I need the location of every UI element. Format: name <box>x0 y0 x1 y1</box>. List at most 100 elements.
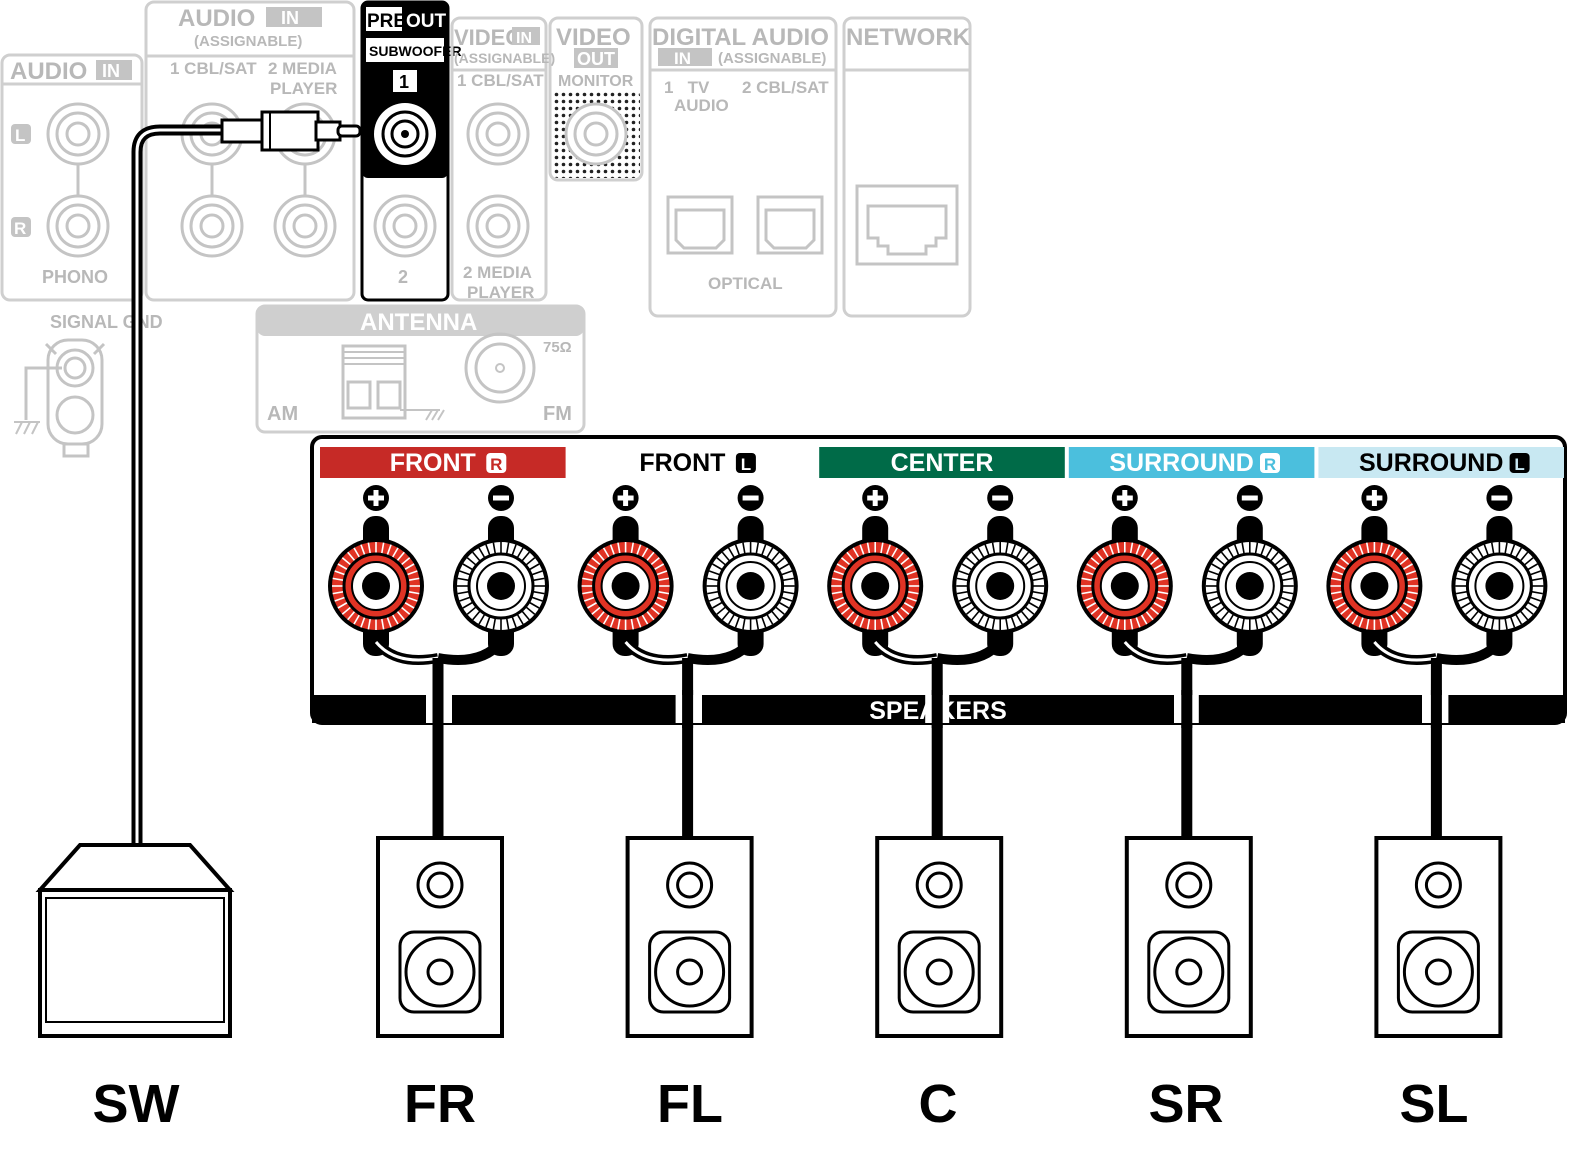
svg-text:R: R <box>1264 455 1276 474</box>
fm-label: FM <box>543 403 572 425</box>
speaker-icon <box>376 836 504 1038</box>
audio-in-badge: IN <box>102 61 120 81</box>
media-player-label: 2 MEDIA <box>268 59 337 78</box>
optical-port-icon <box>756 195 824 255</box>
svg-text:L: L <box>741 455 751 474</box>
channel-label: SURROUND <box>1359 449 1503 477</box>
plus-icon <box>1361 485 1388 511</box>
video-in-badge: IN <box>516 30 532 47</box>
positive-binding-post[interactable] <box>1076 516 1173 656</box>
speaker-cable <box>1370 638 1504 840</box>
speaker-label-c: C <box>919 1074 958 1134</box>
digital-audio-panel: DIGITAL AUDIO IN (ASSIGNABLE) 1 TV AUDIO… <box>648 16 838 318</box>
positive-binding-post[interactable] <box>827 516 924 656</box>
rca-jack-icon <box>564 102 628 166</box>
antenna-title: ANTENNA <box>360 309 477 336</box>
channel-l-label: L <box>15 126 25 145</box>
channel-badge: L <box>735 453 756 474</box>
fm-connector-icon <box>464 332 536 404</box>
am-connector-icon <box>341 344 407 420</box>
media-player-label-2: PLAYER <box>270 79 337 98</box>
video-media-player-label: 2 MEDIA <box>463 263 532 282</box>
antenna-panel: ANTENNA AM FM 75Ω <box>255 304 586 434</box>
minus-icon <box>488 485 514 511</box>
speaker-cable <box>372 638 505 840</box>
speaker-label-sl: SL <box>1399 1074 1468 1134</box>
digital-audio-badge: IN <box>674 49 691 68</box>
digital-assignable-label: (ASSIGNABLE) <box>718 50 826 67</box>
minus-icon <box>737 485 764 511</box>
tv-audio-label: AUDIO <box>674 96 729 115</box>
subwoofer-2-jack[interactable] <box>373 194 437 258</box>
audio-in-title: AUDIO <box>10 58 87 85</box>
channel-label: CENTER <box>891 449 994 477</box>
signal-gnd-label: SIGNAL GND <box>50 312 163 332</box>
channel-badge: L <box>1509 453 1530 474</box>
rca-jack-icon <box>273 194 337 258</box>
positive-binding-post[interactable] <box>1326 516 1423 656</box>
channel-badge: R <box>1260 453 1280 474</box>
optical-label: OPTICAL <box>708 274 783 293</box>
speaker-cable <box>871 638 1005 840</box>
network-panel: NETWORK <box>842 16 972 318</box>
negative-binding-post[interactable] <box>1451 516 1548 656</box>
rca-plug-icon <box>220 110 362 152</box>
rca-jack-icon <box>46 102 110 166</box>
pre-label: PRE <box>367 11 406 32</box>
positive-binding-post[interactable] <box>328 516 424 656</box>
subwoofer-label: SUBWOOFER <box>369 43 462 59</box>
plus-icon <box>363 485 389 511</box>
subwoofer-1-jack[interactable] <box>374 103 436 165</box>
rca-jack-icon <box>466 102 530 166</box>
speaker-label-fl: FL <box>657 1074 723 1134</box>
minus-icon <box>1486 485 1513 511</box>
video-out-badge: OUT <box>577 49 615 69</box>
negative-binding-post[interactable] <box>702 516 799 656</box>
speaker-icon <box>1124 836 1253 1038</box>
digital-audio-title: DIGITAL AUDIO <box>652 24 829 51</box>
channel-center: CENTER <box>819 447 1065 656</box>
assignable-label: (ASSIGNABLE) <box>194 33 302 50</box>
subwoofer-cable <box>131 110 362 845</box>
channel-r-label: R <box>14 219 26 238</box>
positive-binding-post[interactable] <box>577 516 674 656</box>
plus-icon <box>612 485 639 511</box>
subwoofer-2-label: 2 <box>398 267 408 287</box>
speaker-icon <box>1374 836 1503 1038</box>
out-label: OUT <box>406 11 447 32</box>
video-media-player-label-2: PLAYER <box>467 283 534 302</box>
optical-port-icon <box>666 195 734 255</box>
audio-in-phono-panel: AUDIO IN L R PHONO <box>0 53 144 302</box>
cbl-sat-label: 1 CBL/SAT <box>170 59 257 78</box>
audio-in-assignable-panel: AUDIO IN (ASSIGNABLE) 1 CBL/SAT 2 MEDIA … <box>144 0 356 302</box>
video-out-title: VIDEO <box>556 24 631 51</box>
subwoofer-1-label: 1 <box>399 72 409 92</box>
svg-text:L: L <box>1514 455 1524 474</box>
monitor-label: MONITOR <box>558 73 634 90</box>
channel-surround-l: SURROUND L <box>1318 447 1564 656</box>
subwoofer-icon <box>35 843 235 1038</box>
speaker-cable <box>621 638 755 840</box>
video-cbl-sat-label: 1 CBL/SAT <box>457 71 544 90</box>
plus-icon <box>862 485 889 511</box>
negative-binding-post[interactable] <box>1201 516 1298 656</box>
ground-icon <box>400 409 445 421</box>
video-assignable-label: (ASSIGNABLE) <box>454 50 555 66</box>
speaker-label-sr: SR <box>1148 1074 1223 1134</box>
pre-out-subwoofer-panel: PRE OUT SUBWOOFER 1 2 <box>360 0 462 302</box>
speaker-row <box>372 638 1504 1038</box>
am-label: AM <box>267 403 298 425</box>
video-in-panel: VIDEO IN (ASSIGNABLE) 1 CBL/SAT 2 MEDIA … <box>450 16 555 302</box>
rca-jack-icon <box>46 194 110 258</box>
phono-label: PHONO <box>42 267 108 287</box>
negative-binding-post[interactable] <box>952 516 1049 656</box>
plus-icon <box>1111 485 1138 511</box>
rca-jack-icon <box>466 194 530 258</box>
audio-in-assignable-title: AUDIO <box>178 5 255 32</box>
digital-cbl-sat-label: 2 CBL/SAT <box>742 78 829 97</box>
ethernet-port-icon <box>855 184 959 266</box>
speaker-label-fr: FR <box>404 1074 476 1134</box>
